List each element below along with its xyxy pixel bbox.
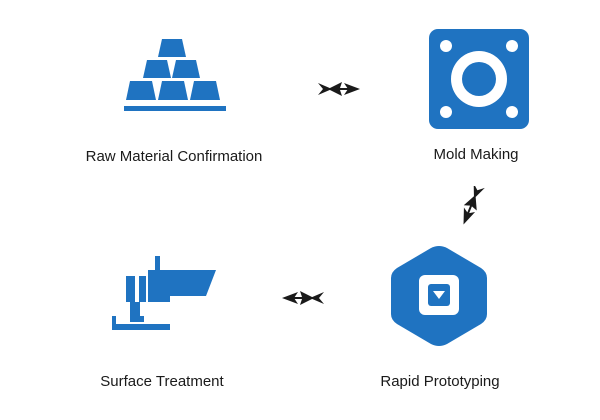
gold-bars-icon xyxy=(124,39,226,111)
step-mold-making xyxy=(429,29,529,129)
step-surface-treatment xyxy=(108,256,218,340)
step-label-surface-treatment: Surface Treatment xyxy=(100,373,224,390)
hexagon-prototype-icon xyxy=(391,246,487,346)
step-label-raw-material: Raw Material Confirmation xyxy=(85,148,263,165)
step-raw-material xyxy=(120,36,230,124)
mold-plate-icon xyxy=(429,29,529,129)
arrow-down-icon xyxy=(457,186,485,226)
step-label-mold-making: Mold Making xyxy=(433,146,519,163)
step-rapid-prototyping xyxy=(389,244,489,348)
spray-machine-icon xyxy=(112,256,216,330)
step-label-rapid-prototyping: Rapid Prototyping xyxy=(380,373,500,390)
arrow-left-icon xyxy=(282,289,324,307)
arrow-right-icon xyxy=(318,80,360,98)
